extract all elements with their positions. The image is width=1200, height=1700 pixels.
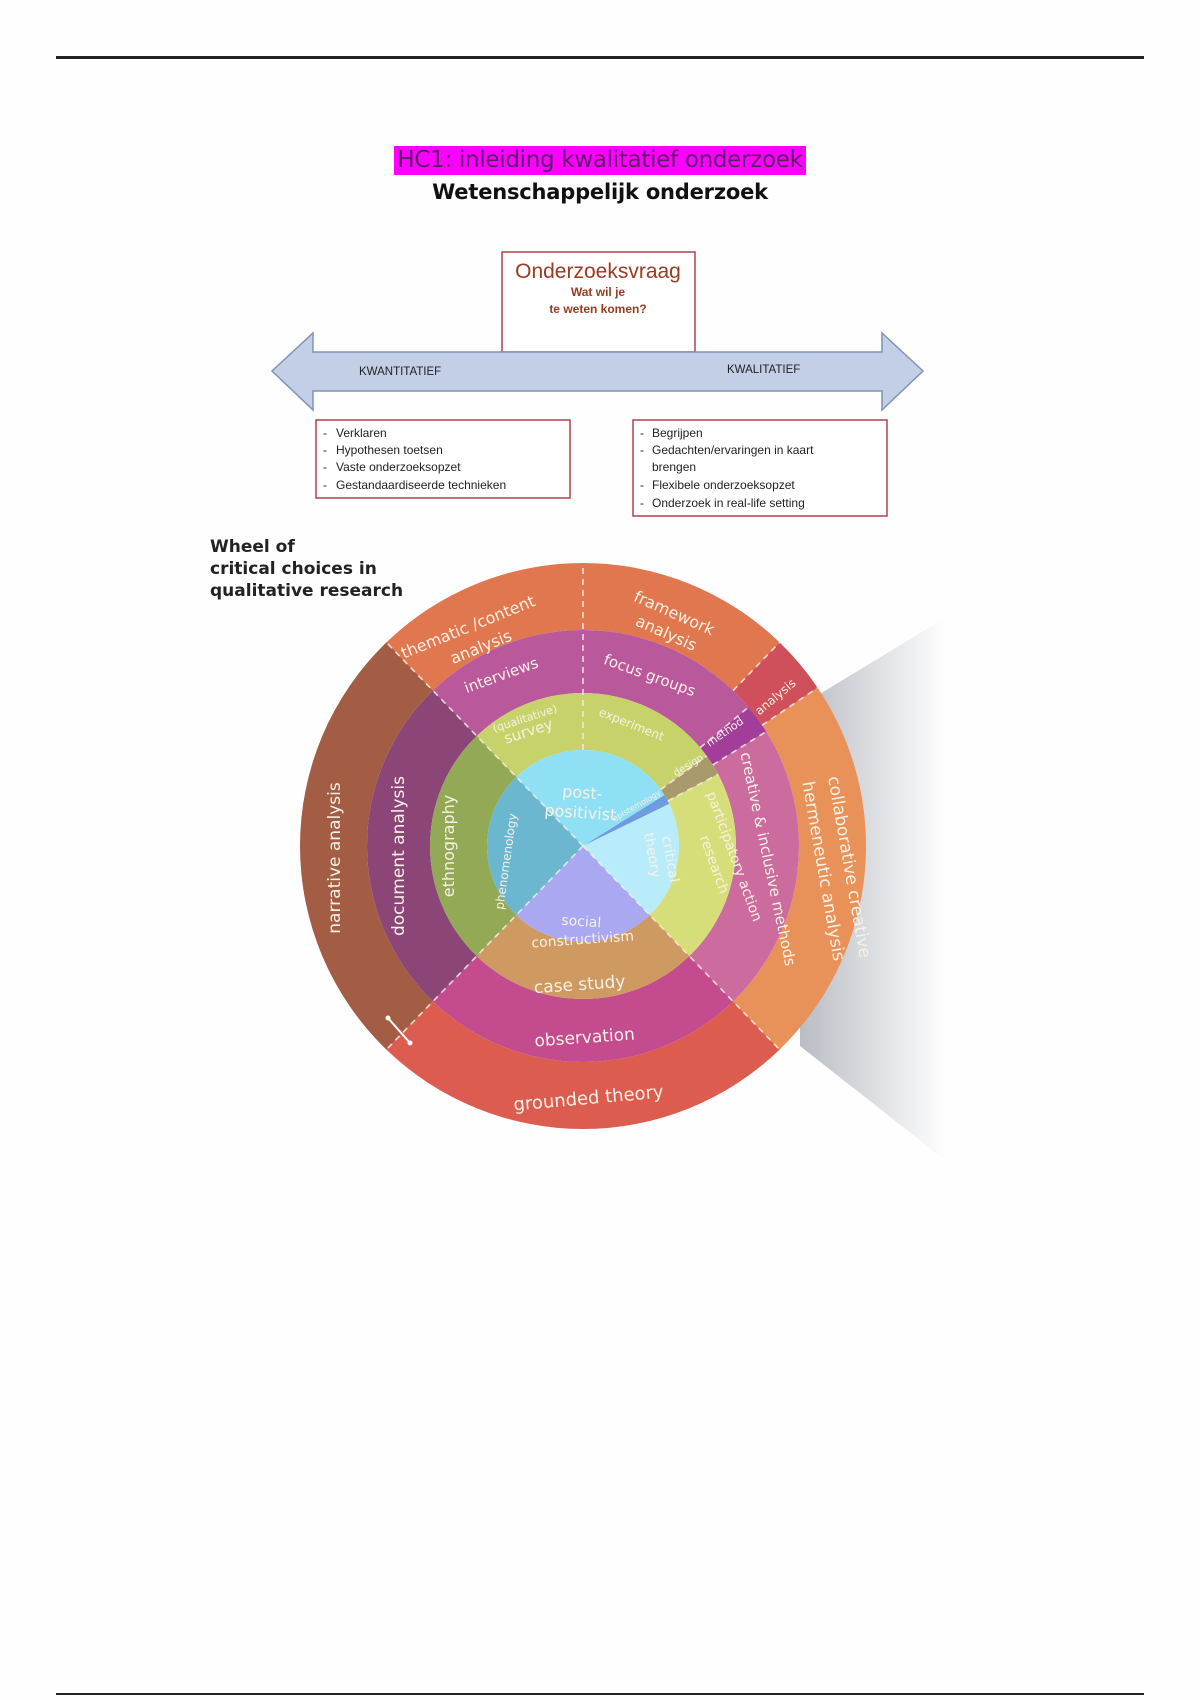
quant-item: Hypothesen toetsen xyxy=(336,443,443,457)
qual-item: Onderzoek in real-life setting xyxy=(652,496,805,510)
design-wedge-segment xyxy=(660,756,719,801)
divider-line xyxy=(582,845,781,1051)
qual-item: Begrijpen xyxy=(652,426,703,440)
analysis-segment xyxy=(386,563,583,691)
design-segment xyxy=(476,915,690,999)
qual-dash: - xyxy=(640,478,644,492)
wheel-title-line: qualitative research xyxy=(210,581,404,601)
divider-line xyxy=(660,755,708,791)
resize-handle-icon xyxy=(385,1015,413,1046)
qual-dash: - xyxy=(640,496,644,510)
header-rule xyxy=(56,56,1144,59)
core-label: social xyxy=(561,913,602,932)
qual-dash: - xyxy=(640,426,644,440)
core-label: constructivism xyxy=(531,928,635,951)
analysis-segment xyxy=(733,687,866,1050)
core-segment xyxy=(516,750,665,846)
core-wedge-segment xyxy=(583,795,670,846)
core-label: theory xyxy=(640,831,664,879)
qualitative-box xyxy=(632,419,888,517)
method-segment xyxy=(583,630,749,748)
analysis-segment xyxy=(386,1001,780,1129)
arrow-right-label: KWALITATIEF xyxy=(727,364,800,376)
design-segment xyxy=(430,735,517,957)
page-subtitle: Wetenschappelijk onderzoek xyxy=(432,180,768,204)
quant-item: Verklaren xyxy=(336,426,387,440)
wheel-title-line: critical choices in xyxy=(210,559,377,579)
core-segment xyxy=(516,846,650,942)
analysis-segment xyxy=(583,563,780,691)
core-label: positivist xyxy=(544,801,617,825)
method-label: document analysis xyxy=(389,776,409,936)
quant-dash: - xyxy=(323,478,327,492)
wheel-title-line: Wheel of xyxy=(210,537,295,557)
research-diagram: Onderzoeksvraag Wat wil je te weten kome… xyxy=(270,251,925,517)
design-label: ethnography xyxy=(439,795,458,898)
quant-dash: - xyxy=(323,443,327,457)
page-title: HC1: inleiding kwalitatief onderzoek xyxy=(394,146,806,175)
qual-item: Flexibele onderzoeksopzet xyxy=(652,478,795,492)
double-arrow xyxy=(270,331,925,412)
core-label: post- xyxy=(562,782,604,804)
analysis-wedge-segment xyxy=(733,642,818,726)
divider-line xyxy=(761,687,819,726)
divider-line xyxy=(667,773,719,802)
divider-line xyxy=(732,641,781,692)
qual-item: Gedachten/ervaringen in kaart xyxy=(652,443,814,457)
question-line2: te weten komen? xyxy=(549,302,646,316)
method-segment xyxy=(432,630,583,736)
divider-line xyxy=(385,641,584,847)
title-wrap: HC1: inleiding kwalitatief onderzoek xyxy=(0,146,1200,175)
method-segment xyxy=(689,731,799,1002)
method-segment xyxy=(432,956,734,1062)
question-line1: Wat wil je xyxy=(571,285,626,299)
divider-line xyxy=(385,845,584,1051)
qual-dash: - xyxy=(640,443,644,457)
footer-rule xyxy=(56,1693,1144,1695)
wheel-rings xyxy=(300,563,866,1129)
analysis-label: narrative analysis xyxy=(325,782,345,934)
quant-item: Gestandaardiseerde technieken xyxy=(336,478,506,492)
design-segment xyxy=(476,693,583,777)
method-wedge-segment xyxy=(700,707,767,765)
analysis-segment xyxy=(300,642,433,1050)
quant-dash: - xyxy=(323,426,327,440)
question-heading: Onderzoeksvraag xyxy=(515,260,681,283)
qual-item: brengen xyxy=(652,460,696,474)
design-segment xyxy=(583,693,707,790)
core-segment xyxy=(583,803,679,916)
method-segment xyxy=(367,690,477,1002)
quantitative-box xyxy=(315,419,571,499)
arrow-left-label: KWANTITATIEF xyxy=(359,366,441,378)
design-segment xyxy=(649,774,736,957)
core-segment xyxy=(487,776,583,916)
wheel-title: Wheel of critical choices in qualitative… xyxy=(210,536,403,602)
quant-dash: - xyxy=(323,460,327,474)
quant-item: Vaste onderzoeksopzet xyxy=(336,460,461,474)
